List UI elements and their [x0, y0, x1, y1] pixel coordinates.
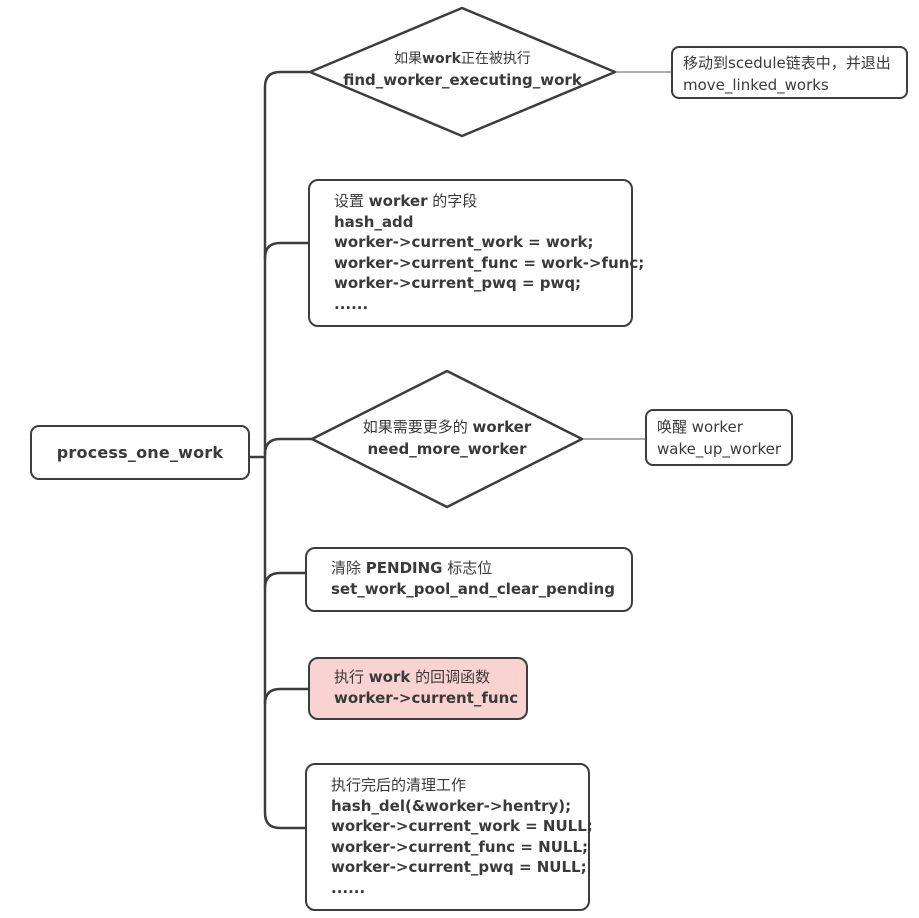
decision2-function: need_more_worker [367, 440, 527, 458]
decision1-condition: 如果work正在被执行 [394, 51, 531, 67]
code-line: worker->current_pwq = NULL; [331, 858, 587, 876]
branch-clear-connector [263, 571, 307, 589]
code-line: ...... [334, 294, 369, 313]
root-node: process_one_work [30, 425, 250, 480]
code-line: hash_add [334, 212, 414, 231]
result1-line2: move_linked_works [683, 76, 829, 94]
result1-node: 移动到scedule链表中，并退出 move_linked_works [671, 46, 908, 99]
branch-setup-connector [263, 241, 309, 259]
result2-line2: wake_up_worker [657, 440, 782, 458]
branch-callback-connector [263, 687, 309, 705]
spine-connector [263, 70, 310, 830]
result2-node: 唤醒 worker wake_up_worker [645, 409, 793, 466]
code-line: worker->current_work = NULL; [331, 817, 593, 835]
code-line: hash_del(&worker->hentry); [331, 796, 572, 815]
result1-line1: 移动到scedule链表中，并退出 [683, 54, 891, 72]
decision2-condition: 如果需要更多的 worker [362, 418, 532, 436]
code-line: worker->current_func [334, 689, 519, 707]
code-line: worker->current_work = work; [334, 233, 594, 251]
branch-decision2-connector [263, 437, 313, 455]
clear-title: 清除 PENDING 标志位 [331, 559, 493, 577]
code-line: worker->current_func = NULL; [331, 837, 589, 856]
setup-fields-node: 设置 worker 的字段 hash_add worker->current_w… [308, 179, 645, 327]
cleanup-node: 执行完后的清理工作 hash_del(&worker->hentry); wor… [305, 763, 593, 911]
decision1-function: find_worker_executing_work [343, 71, 582, 89]
code-line: worker->current_func = work->func; [334, 253, 645, 272]
code-line: worker->current_pwq = pwq; [334, 274, 582, 292]
decision2-text: 如果需要更多的 worker need_more_worker [322, 416, 572, 460]
code-line: set_work_pool_and_clear_pending [331, 580, 615, 598]
setup-title: 设置 worker 的字段 [334, 192, 478, 210]
root-label: process_one_work [56, 443, 224, 462]
callback-node: 执行 work 的回调函数 worker->current_func [308, 657, 528, 720]
decision2-diamond [310, 369, 584, 509]
decision1-diamond [308, 6, 617, 138]
code-line: ...... [331, 878, 366, 897]
clear-pending-node: 清除 PENDING 标志位 set_work_pool_and_clear_p… [305, 547, 633, 612]
cleanup-title: 执行完后的清理工作 [331, 776, 467, 794]
decision1-text: 如果work正在被执行 find_worker_executing_work [320, 49, 605, 91]
callback-title: 执行 work 的回调函数 [334, 668, 491, 686]
result2-line1: 唤醒 worker [657, 418, 743, 436]
